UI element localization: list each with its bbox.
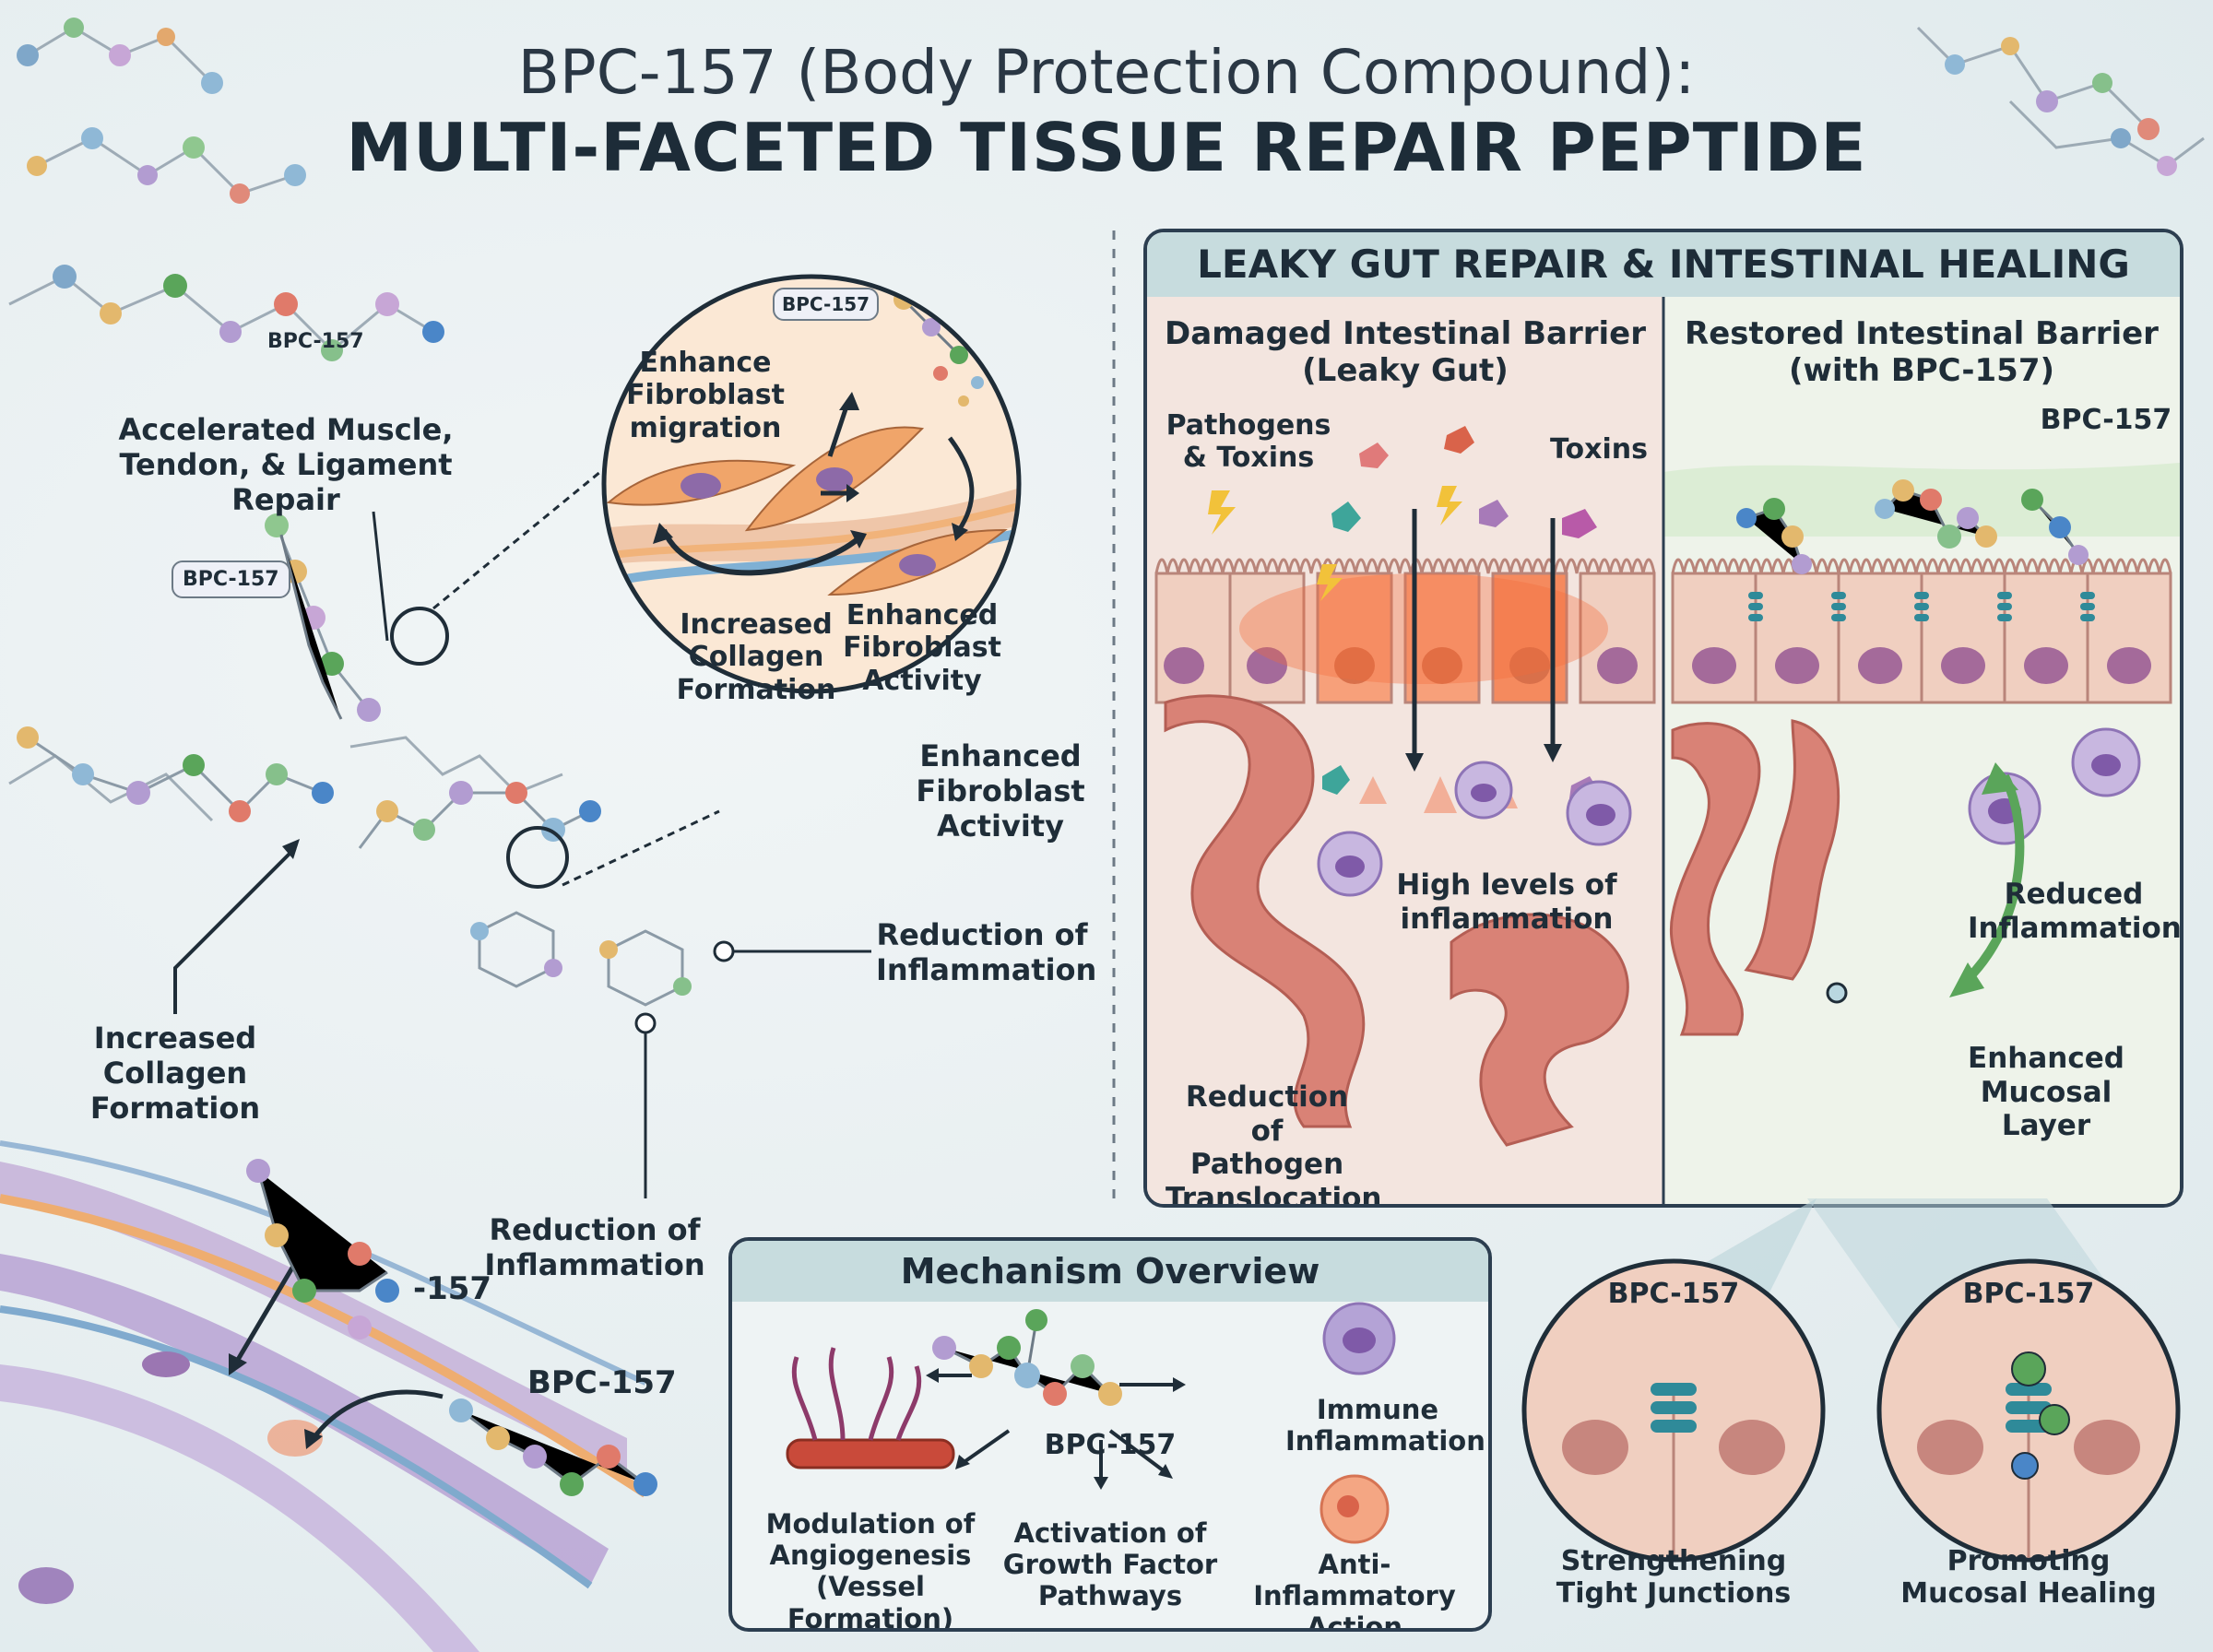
pathogens-label: Pathogens & Toxins bbox=[1166, 409, 1331, 475]
mechanism-panel: Mechanism Overview BPC-157 Modulation of… bbox=[728, 1237, 1492, 1632]
immune-inflammation-label: Immune Inflammation bbox=[1285, 1394, 1485, 1457]
mucosal-layer-label: Enhanced Mucosal Layer bbox=[1968, 1042, 2124, 1143]
bpc-bottom-label: BPC-157 bbox=[527, 1364, 677, 1401]
mucosal-healing-caption: Promoting Mucosal Healing bbox=[1900, 1545, 2157, 1611]
reduced-inflammation-label: Reduced Inflammation bbox=[1968, 878, 2182, 945]
title-line2: MULTI-FACETED TISSUE REPAIR PEPTIDE bbox=[346, 109, 1867, 186]
angiogenesis-label: Modulation of Angiogenesis (Vessel Forma… bbox=[765, 1508, 976, 1632]
fibroblast-activity-label: Enhanced Fibroblast Activity bbox=[916, 738, 1085, 844]
bpc-restored-label: BPC-157 bbox=[2040, 404, 2172, 436]
leaky-gut-panel: LEAKY GUT REPAIR & INTESTINAL HEALING bbox=[1143, 229, 2183, 1208]
pathogen-translocation-label: Reduction of Pathogen Translocation bbox=[1166, 1080, 1382, 1208]
mechanism-diagram bbox=[786, 1302, 1396, 1544]
zoom-migration-label: Enhance Fibroblast migration bbox=[626, 347, 785, 444]
inflammation-glow bbox=[1239, 573, 1608, 684]
mechanism-center: BPC-157 bbox=[1044, 1429, 1177, 1461]
inflammation-label-bottom: Reduction of Inflammation bbox=[484, 1212, 705, 1282]
lightning-icon bbox=[1208, 486, 1462, 601]
tight-junctions-caption: Strengthening Tight Junctions bbox=[1556, 1545, 1792, 1611]
restored-barrier-title: Restored Intestinal Barrier (with BPC-15… bbox=[1685, 315, 2159, 390]
tight-junction-icon bbox=[1748, 592, 2095, 621]
arrow-icon bbox=[935, 1374, 1175, 1477]
growth-factor-label: Activation of Growth Factor Pathways bbox=[1002, 1517, 1218, 1612]
zoom-activity-label: Enhanced Fibroblast Activity bbox=[843, 599, 1001, 697]
mechanism-header: Mechanism Overview bbox=[732, 1241, 1488, 1302]
zoom-circle bbox=[601, 274, 1022, 694]
high-inflammation-label: High levels of inflammation bbox=[1396, 868, 1617, 936]
zoom-collagen-label: Increased Collagen Formation bbox=[676, 608, 836, 706]
intestine-icon bbox=[1164, 694, 1840, 1147]
collagen-label: Increased Collagen Formation bbox=[89, 1021, 261, 1126]
damaged-barrier-title: Damaged Intestinal Barrier (Leaky Gut) bbox=[1165, 315, 1646, 390]
blood-vessel-icon bbox=[786, 1347, 955, 1469]
fibroblast-icon bbox=[606, 426, 1008, 596]
zoom-bpc-tag: BPC-157 bbox=[773, 288, 880, 321]
detail-circles bbox=[1521, 1198, 2181, 1563]
bpc-tag-mid: BPC-157 bbox=[172, 560, 290, 598]
bpc-tag-top: BPC-157 bbox=[267, 330, 364, 353]
title-line1: BPC-157 (Body Protection Compound): bbox=[517, 37, 1696, 108]
molecule-icon bbox=[17, 18, 2177, 361]
muscle-repair-label: Accelerated Muscle, Tendon, & Ligament R… bbox=[118, 412, 454, 517]
anti-inflammatory-label: Anti-Inflammatory Action bbox=[1253, 1549, 1456, 1632]
gut-illustration bbox=[1147, 297, 2180, 1204]
toxins-label: Toxins bbox=[1550, 433, 1648, 466]
bpc-partial-label: -157 bbox=[413, 1270, 492, 1307]
detail-left-tag: BPC-157 bbox=[1607, 1278, 1740, 1310]
detail-right-tag: BPC-157 bbox=[1962, 1278, 2095, 1310]
leaky-gut-header: LEAKY GUT REPAIR & INTESTINAL HEALING bbox=[1147, 232, 2180, 297]
inflammation-label-right: Reduction of Inflammation bbox=[876, 917, 1097, 987]
